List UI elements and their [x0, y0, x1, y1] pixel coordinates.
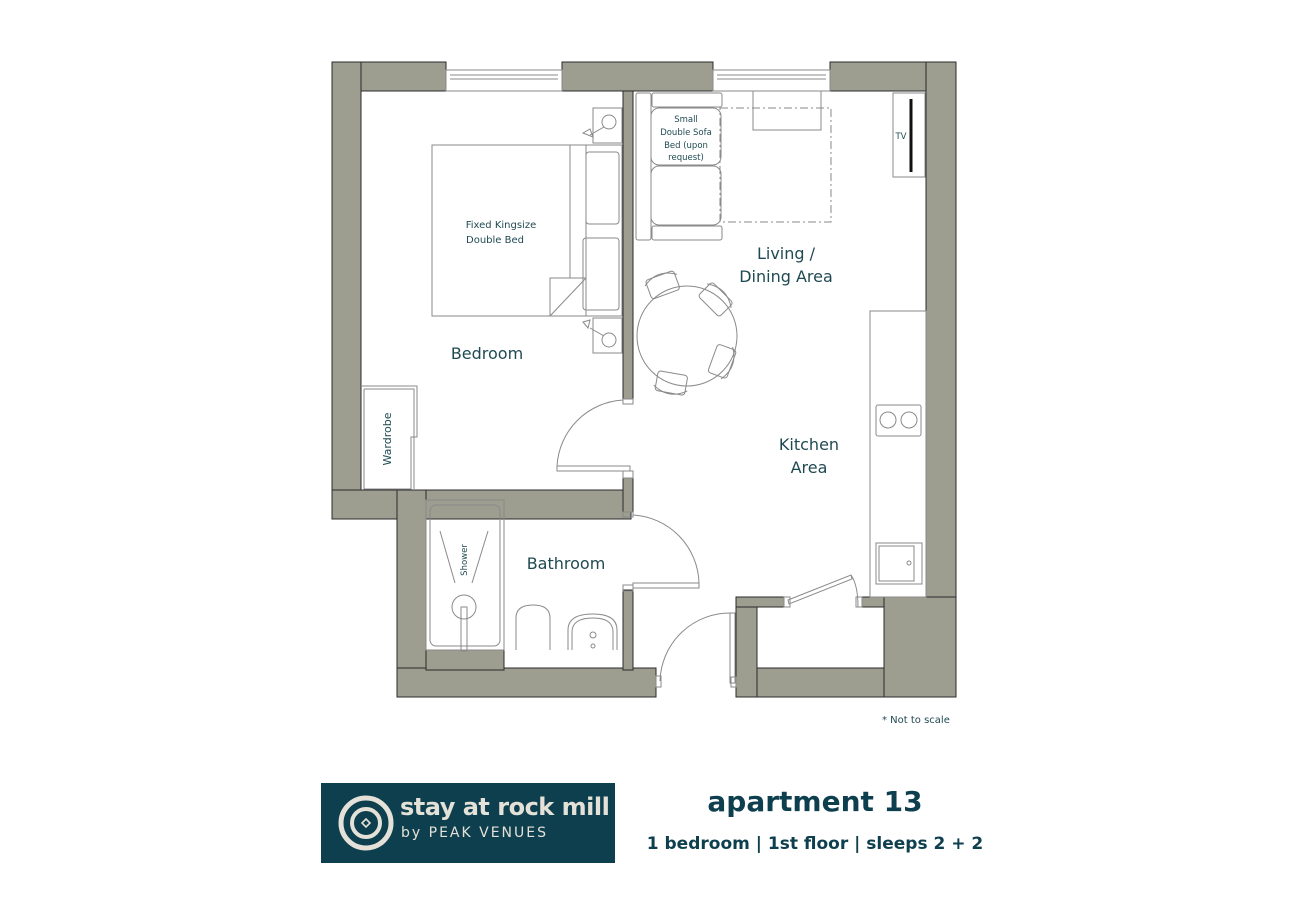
dining-table	[636, 270, 738, 396]
walls	[331, 61, 957, 698]
not-to-scale-note: * Not to scale	[882, 715, 950, 726]
living-label-2: Dining Area	[739, 267, 833, 286]
living-label-1: Living /	[757, 244, 816, 263]
shower-label: Shower	[460, 544, 470, 576]
kitchen-counter	[869, 310, 927, 598]
shower	[425, 499, 505, 652]
bedroom-label: Bedroom	[451, 344, 523, 363]
sofa-bed	[635, 90, 832, 241]
windows	[445, 69, 831, 92]
bedside-lamps	[581, 107, 623, 354]
bed-label-1: Fixed Kingsize	[466, 220, 537, 231]
balcony-door	[783, 574, 863, 608]
wardrobe	[362, 385, 418, 490]
room-labels: Bedroom Living / Dining Area Kitchen Are…	[381, 115, 907, 576]
bed-label-2: Double Bed	[466, 235, 524, 246]
sofa-label-1: Small	[674, 115, 698, 125]
bed	[431, 144, 623, 317]
toilet	[515, 604, 551, 650]
wardrobe-label: Wardrobe	[381, 412, 394, 465]
kitchen-label-1: Kitchen	[779, 435, 839, 454]
sofa-label-3: Bed (upon	[664, 141, 708, 151]
kitchen-label-2: Area	[791, 458, 828, 477]
brand-logo: stay at rock mill by PEAK VENUES	[321, 783, 615, 863]
brand-byline: by PEAK VENUES	[401, 825, 548, 841]
basin	[567, 613, 618, 650]
sofa-label-4: request)	[668, 153, 704, 163]
target-diamond-icon	[338, 795, 394, 851]
entrance-door	[655, 612, 737, 688]
apartment-title: apartment 13	[707, 785, 923, 818]
brand-name: stay at rock mill	[400, 793, 610, 821]
tv-unit	[892, 92, 926, 178]
bathroom-door	[622, 511, 700, 592]
sofa-label-2: Double Sofa	[660, 128, 712, 138]
apartment-details: 1 bedroom | 1st floor | sleeps 2 + 2	[646, 834, 984, 854]
bathroom-label: Bathroom	[527, 554, 606, 573]
bedroom-door	[556, 398, 634, 479]
tv-label: TV	[894, 132, 906, 142]
